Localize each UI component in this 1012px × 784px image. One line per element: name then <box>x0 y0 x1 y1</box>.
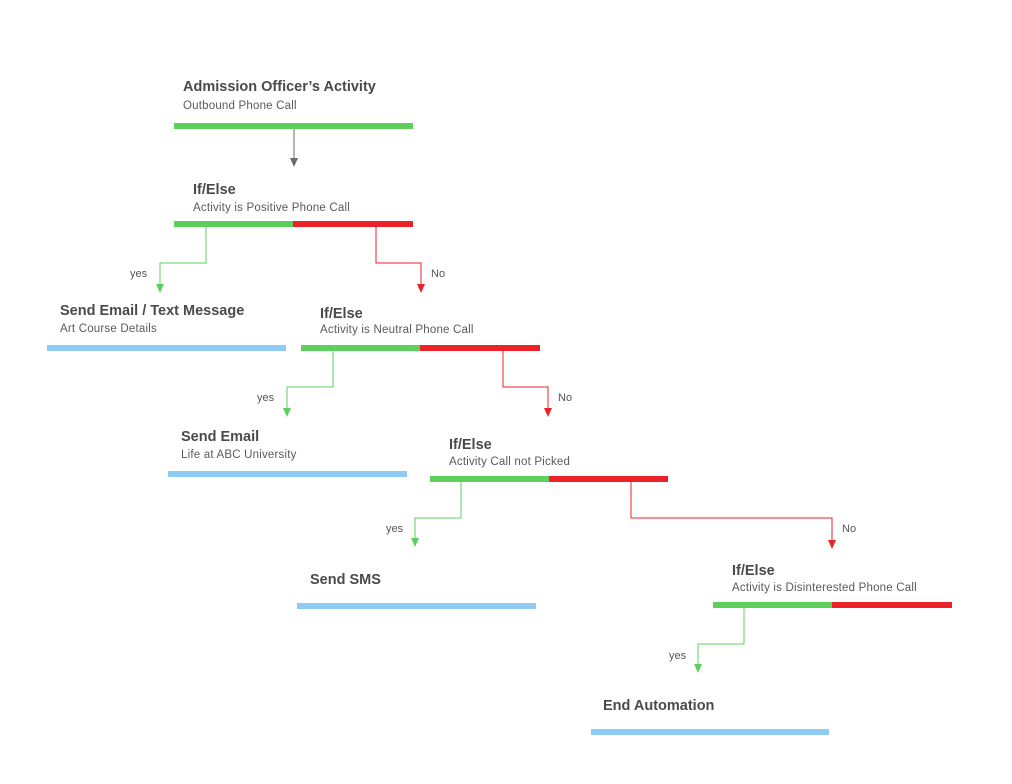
decision4-no-bar <box>832 602 952 608</box>
decision2-yes-bar <box>301 345 420 351</box>
action2-node[interactable]: Send Email Life at ABC University <box>181 429 407 461</box>
decision2-yes-connector <box>286 351 334 410</box>
decision2-title: If/Else <box>320 306 363 322</box>
action2-title: Send Email <box>181 429 260 445</box>
decision3-yes-bar <box>430 476 549 482</box>
decision1-yes-connector <box>159 227 207 286</box>
decision3-yes-label: yes <box>386 523 404 535</box>
decision4-node[interactable]: If/Else Activity is Disinterested Phone … <box>732 563 952 594</box>
action1-title: Send Email / Text Message <box>60 303 245 319</box>
action2-subtitle: Life at ABC University <box>181 449 297 461</box>
decision1-yes-arrowhead <box>156 284 164 293</box>
decision2-yes-arrowhead <box>283 408 291 417</box>
action4-node[interactable]: End Automation <box>603 698 829 718</box>
decision1-no-arrowhead <box>417 284 425 293</box>
decision3-no-bar <box>549 476 668 482</box>
start-node[interactable]: Admission Officer’s Activity Outbound Ph… <box>183 79 423 112</box>
start-arrowhead <box>290 158 298 167</box>
action2-bar <box>168 471 407 477</box>
decision4-yes-arrowhead <box>694 664 702 673</box>
decision3-yes-connector <box>414 482 462 540</box>
decision2-subtitle: Activity is Neutral Phone Call <box>320 324 474 336</box>
decision3-title: If/Else <box>449 437 492 453</box>
decision2-no-connector <box>502 351 549 410</box>
decision2-no-label: No <box>558 392 573 404</box>
decision1-yes-bar <box>174 221 293 227</box>
action3-title: Send SMS <box>310 572 381 588</box>
action3-node[interactable]: Send SMS <box>310 572 536 592</box>
action3-bar <box>297 603 536 609</box>
decision2-yes-label: yes <box>257 392 275 404</box>
decision4-title: If/Else <box>732 563 775 579</box>
decision1-yes-label: yes <box>130 268 148 280</box>
decision2-no-bar <box>420 345 540 351</box>
decision3-no-connector <box>630 482 833 542</box>
decision3-no-label: No <box>842 523 857 535</box>
decision4-subtitle: Activity is Disinterested Phone Call <box>732 582 917 594</box>
action1-subtitle: Art Course Details <box>60 323 157 335</box>
decision2-node[interactable]: If/Else Activity is Neutral Phone Call <box>320 306 540 336</box>
decision1-node[interactable]: If/Else Activity is Positive Phone Call <box>193 182 423 214</box>
decision3-no-arrowhead <box>828 540 836 549</box>
decision1-no-connector <box>375 227 422 286</box>
action1-bar <box>47 345 286 351</box>
decision4-yes-label: yes <box>669 650 687 662</box>
decision4-yes-bar <box>713 602 832 608</box>
decision1-no-label: No <box>431 268 446 280</box>
start-node-bar <box>174 123 413 129</box>
action4-bar <box>591 729 829 735</box>
decision3-subtitle: Activity Call not Picked <box>449 456 571 468</box>
start-node-subtitle: Outbound Phone Call <box>183 100 297 112</box>
decision3-node[interactable]: If/Else Activity Call not Picked <box>449 437 668 468</box>
decision1-no-bar <box>293 221 413 227</box>
action4-title: End Automation <box>603 698 715 714</box>
decision1-subtitle: Activity is Positive Phone Call <box>193 202 351 214</box>
decision2-no-arrowhead <box>544 408 552 417</box>
action1-node[interactable]: Send Email / Text Message Art Course Det… <box>60 303 286 335</box>
decision3-yes-arrowhead <box>411 538 419 547</box>
start-node-title: Admission Officer’s Activity <box>183 79 376 95</box>
decision4-yes-connector <box>697 608 745 666</box>
decision1-title: If/Else <box>193 182 236 198</box>
